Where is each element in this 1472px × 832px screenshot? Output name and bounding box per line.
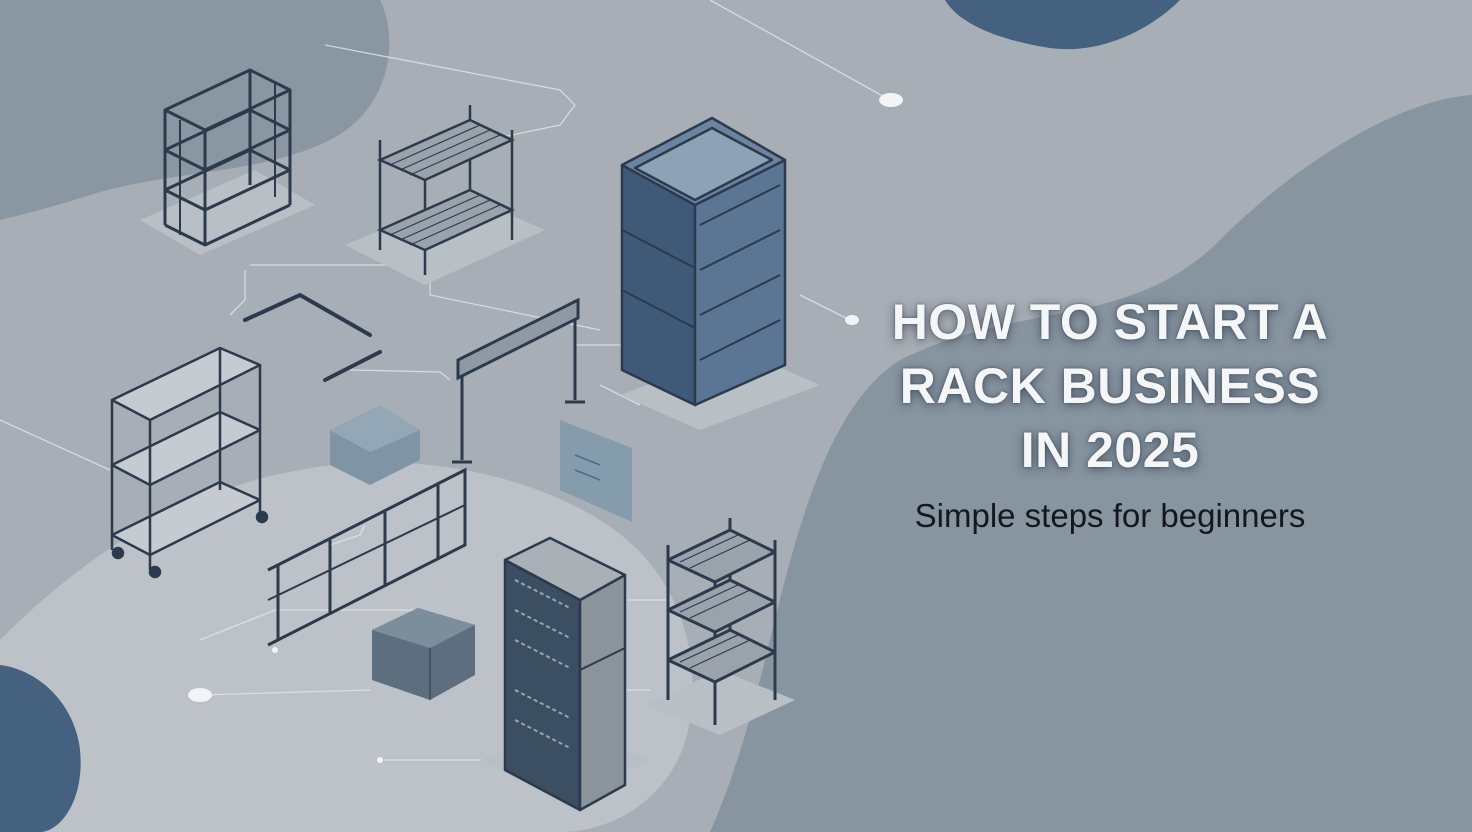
crate-icon	[372, 608, 475, 700]
connector-dots	[188, 93, 903, 763]
bracket-icon	[243, 292, 382, 382]
subtitle: Simple steps for beginners	[914, 497, 1306, 534]
mesh-cart-icon	[345, 105, 545, 285]
rolling-cart-icon	[110, 346, 269, 579]
hanging-rail-icon	[452, 297, 585, 464]
blob-bottom-left-dark	[0, 665, 81, 832]
ladder-rack-icon	[267, 467, 467, 647]
blob-top-right-dark	[945, 0, 1180, 50]
wire-shelf-icon	[140, 68, 315, 255]
storage-cabinet-icon	[620, 116, 820, 430]
headline-line-3: IN 2025	[1020, 422, 1200, 478]
tier-rack-icon	[645, 518, 795, 735]
blob-top-left	[0, 0, 390, 220]
headline-line-2: RACK BUSINESS	[899, 358, 1321, 414]
panel-icon	[560, 420, 632, 522]
headline: HOW TO START A RACK BUSINESS IN 2025	[830, 290, 1390, 482]
headline-line-1: HOW TO START A	[891, 294, 1329, 350]
blob-right-mid	[710, 95, 1472, 832]
storage-box-icon	[330, 405, 420, 485]
server-rack-icon	[480, 536, 650, 812]
